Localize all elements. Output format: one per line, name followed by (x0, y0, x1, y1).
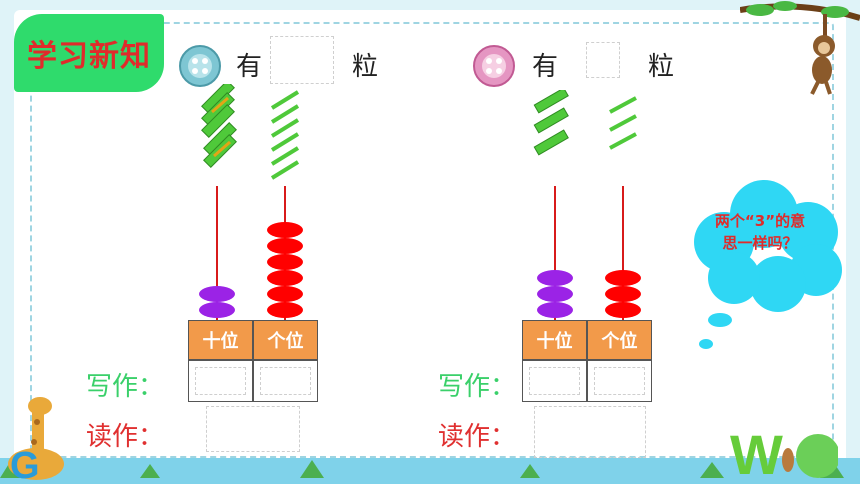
right-count-box (586, 42, 620, 78)
abacus-bead (267, 302, 303, 318)
left-read-label: 读作： (86, 422, 165, 452)
left-tens-header: 十位 (188, 320, 253, 360)
left-place-table: 十位 个位 (188, 320, 318, 402)
w-letter-icon: W (730, 423, 838, 484)
monkey-icon (740, 1, 860, 95)
right-read-box (534, 406, 646, 458)
left-write-label: 写作： (86, 372, 165, 402)
button-left-icon (179, 45, 221, 87)
right-write-label: 写作： (438, 372, 517, 402)
right-tens-rod (554, 186, 556, 320)
giraffe-icon: G (8, 397, 64, 484)
section-badge: 学习新知 (14, 14, 164, 92)
right-single-sticks (609, 96, 637, 150)
abacus-bead (267, 286, 303, 302)
left-tens-rod (216, 186, 218, 320)
right-read-label: 读作： (438, 422, 517, 452)
left-ones-cell (253, 360, 318, 402)
right-unit-label: 粒 (648, 52, 675, 82)
left-count-box (270, 36, 334, 84)
right-tens-header: 十位 (522, 320, 587, 360)
right-ones-cell (587, 360, 652, 402)
bubble-question: 两个“3”的意 思一样吗？ (695, 210, 825, 254)
left-ones-header: 个位 (253, 320, 318, 360)
abacus-bead (537, 286, 573, 302)
right-stick-bundles (533, 90, 569, 156)
right-ones-rod (622, 186, 624, 320)
abacus-bead (267, 270, 303, 286)
right-have-label: 有 (532, 52, 559, 82)
left-stick-bundles (201, 84, 237, 168)
right-tens-cell (522, 360, 587, 402)
abacus-bead (605, 286, 641, 302)
right-place-table: 十位 个位 (522, 320, 652, 402)
abacus-bead (267, 254, 303, 270)
left-tens-cell (188, 360, 253, 402)
abacus-bead (605, 270, 641, 286)
left-have-label: 有 (236, 52, 263, 82)
bubble-line-2: 思一样吗？ (722, 234, 798, 252)
abacus-bead (199, 302, 235, 318)
button-right-icon (473, 45, 515, 87)
bubble-line-1: 两个“3”的意 (714, 212, 806, 230)
abacus-bead (605, 302, 641, 318)
abacus-bead (199, 286, 235, 302)
left-unit-label: 粒 (352, 52, 379, 82)
svg-text:W: W (730, 423, 783, 484)
abacus-bead (537, 302, 573, 318)
left-single-sticks (270, 90, 300, 180)
right-ones-header: 个位 (587, 320, 652, 360)
left-read-box (206, 406, 300, 452)
abacus-bead (537, 270, 573, 286)
abacus-bead (267, 238, 303, 254)
abacus-bead (267, 222, 303, 238)
thought-bubble (694, 180, 842, 349)
svg-text:G: G (10, 445, 40, 484)
